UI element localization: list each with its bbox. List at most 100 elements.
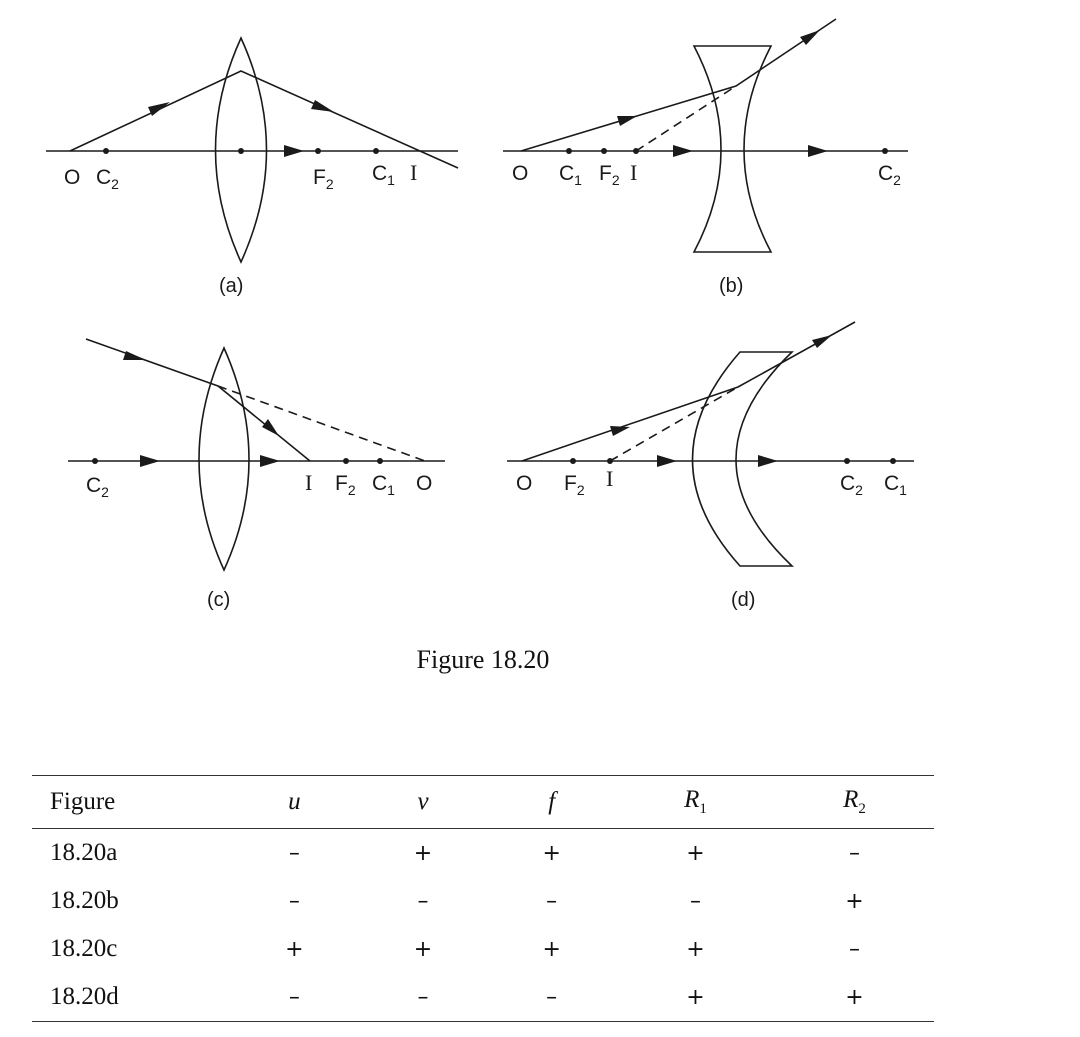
cell-f: + bbox=[542, 936, 561, 962]
cell-f: – bbox=[546, 888, 558, 914]
header-r2: R2 bbox=[843, 786, 866, 817]
panel-caption: (d) bbox=[731, 589, 755, 611]
arrow-head bbox=[812, 335, 832, 348]
virtual-ray bbox=[609, 386, 739, 462]
row-figure: 18.20d bbox=[50, 983, 119, 1010]
label-c1: C1 bbox=[372, 472, 395, 498]
point-marker bbox=[890, 458, 896, 464]
label-c1: C1 bbox=[372, 162, 395, 188]
arrow-head bbox=[808, 145, 828, 157]
arrow-head bbox=[617, 116, 637, 126]
cell-u: – bbox=[288, 984, 300, 1010]
table-row: 18.20a – + + + – bbox=[32, 829, 934, 878]
arrow-head bbox=[260, 455, 280, 467]
cell-r1: + bbox=[686, 936, 705, 962]
cell-f: + bbox=[542, 840, 561, 866]
table-header-row: Figure u v f R1 R2 bbox=[32, 775, 934, 829]
point-marker bbox=[315, 148, 321, 154]
arrow-head bbox=[148, 102, 170, 116]
cell-v: + bbox=[413, 936, 433, 962]
label-o: O bbox=[64, 166, 80, 189]
cell-r1: – bbox=[690, 888, 701, 914]
point-marker bbox=[566, 148, 572, 154]
panel-caption: (b) bbox=[719, 275, 743, 297]
header-figure: Figure bbox=[50, 788, 116, 815]
arrow-head bbox=[123, 351, 146, 360]
arrow-head bbox=[657, 455, 677, 467]
row-figure: 18.20b bbox=[50, 887, 119, 914]
panel-c: C2 I F2 C1 O (c) bbox=[68, 338, 445, 611]
meniscus-lens bbox=[691, 351, 795, 567]
label-c1: C1 bbox=[884, 472, 907, 498]
row-figure: 18.20a bbox=[50, 839, 118, 866]
sign-convention-table: Figure u v f R1 R2 18.20a – + + + – 18.2… bbox=[32, 775, 934, 1022]
point-marker bbox=[570, 458, 576, 464]
arrow-head bbox=[262, 419, 279, 436]
cell-r2: – bbox=[849, 936, 860, 962]
ray bbox=[69, 70, 459, 169]
header-v: v bbox=[417, 788, 429, 815]
row-figure: 18.20c bbox=[50, 935, 118, 962]
cell-r2: – bbox=[849, 840, 860, 866]
point-marker bbox=[607, 458, 613, 464]
label-f2: F2 bbox=[313, 166, 334, 192]
label-f2: F2 bbox=[564, 472, 585, 498]
virtual-ray bbox=[217, 385, 426, 462]
arrow-head bbox=[758, 455, 778, 467]
cell-v: – bbox=[417, 984, 429, 1010]
point-marker bbox=[377, 458, 383, 464]
cell-u: + bbox=[285, 936, 304, 962]
header-r1: R1 bbox=[684, 786, 707, 817]
label-i: I bbox=[305, 470, 312, 495]
cell-r1: + bbox=[686, 984, 705, 1010]
cell-u: – bbox=[288, 840, 300, 866]
cell-r2: + bbox=[845, 888, 864, 914]
ray-diagram: O C2 F2 C1 I (a) O C1 F2 I C2 (b) bbox=[46, 18, 914, 611]
label-i: I bbox=[606, 466, 613, 491]
point-marker bbox=[601, 148, 607, 154]
point-marker bbox=[343, 458, 349, 464]
virtual-ray bbox=[635, 85, 737, 152]
ray bbox=[520, 18, 837, 152]
arrow-head bbox=[140, 455, 160, 467]
cell-r1: + bbox=[686, 840, 705, 866]
figure-caption: Figure 18.20 bbox=[416, 645, 550, 674]
convex-lens bbox=[198, 346, 250, 572]
panel-caption: (a) bbox=[219, 275, 243, 297]
table-row: 18.20c + + + + – bbox=[32, 925, 934, 973]
arrow-head bbox=[311, 100, 334, 112]
label-c2: C2 bbox=[878, 162, 901, 188]
convex-lens bbox=[214, 36, 268, 264]
panel-b: O C1 F2 I C2 (b) bbox=[503, 18, 908, 297]
label-c2: C2 bbox=[86, 474, 109, 500]
cell-u: – bbox=[288, 888, 300, 914]
arrow-head bbox=[800, 30, 820, 45]
ray bbox=[521, 321, 856, 462]
point-marker bbox=[373, 148, 379, 154]
table-row: 18.20b – – – – + bbox=[32, 877, 934, 925]
label-c2: C2 bbox=[840, 472, 863, 498]
label-c1: C1 bbox=[559, 162, 582, 188]
header-f: f bbox=[548, 788, 556, 815]
panel-caption: (c) bbox=[207, 589, 230, 611]
point-marker bbox=[633, 148, 639, 154]
arrow-head bbox=[284, 145, 304, 157]
label-f2: F2 bbox=[335, 472, 356, 498]
ray bbox=[85, 338, 311, 462]
point-marker bbox=[882, 148, 888, 154]
panel-a: O C2 F2 C1 I (a) bbox=[46, 36, 459, 297]
label-f2: F2 bbox=[599, 162, 620, 188]
cell-v: + bbox=[413, 840, 433, 866]
cell-f: – bbox=[546, 984, 558, 1010]
label-o: O bbox=[516, 472, 532, 495]
point-marker bbox=[238, 148, 244, 154]
concave-lens bbox=[692, 45, 773, 253]
label-i: I bbox=[410, 160, 417, 185]
arrow-head bbox=[673, 145, 693, 157]
point-marker bbox=[844, 458, 850, 464]
header-u: u bbox=[288, 788, 301, 815]
label-o: O bbox=[512, 162, 528, 185]
cell-v: – bbox=[417, 888, 429, 914]
label-i: I bbox=[630, 160, 637, 185]
arrow-head bbox=[610, 426, 630, 436]
